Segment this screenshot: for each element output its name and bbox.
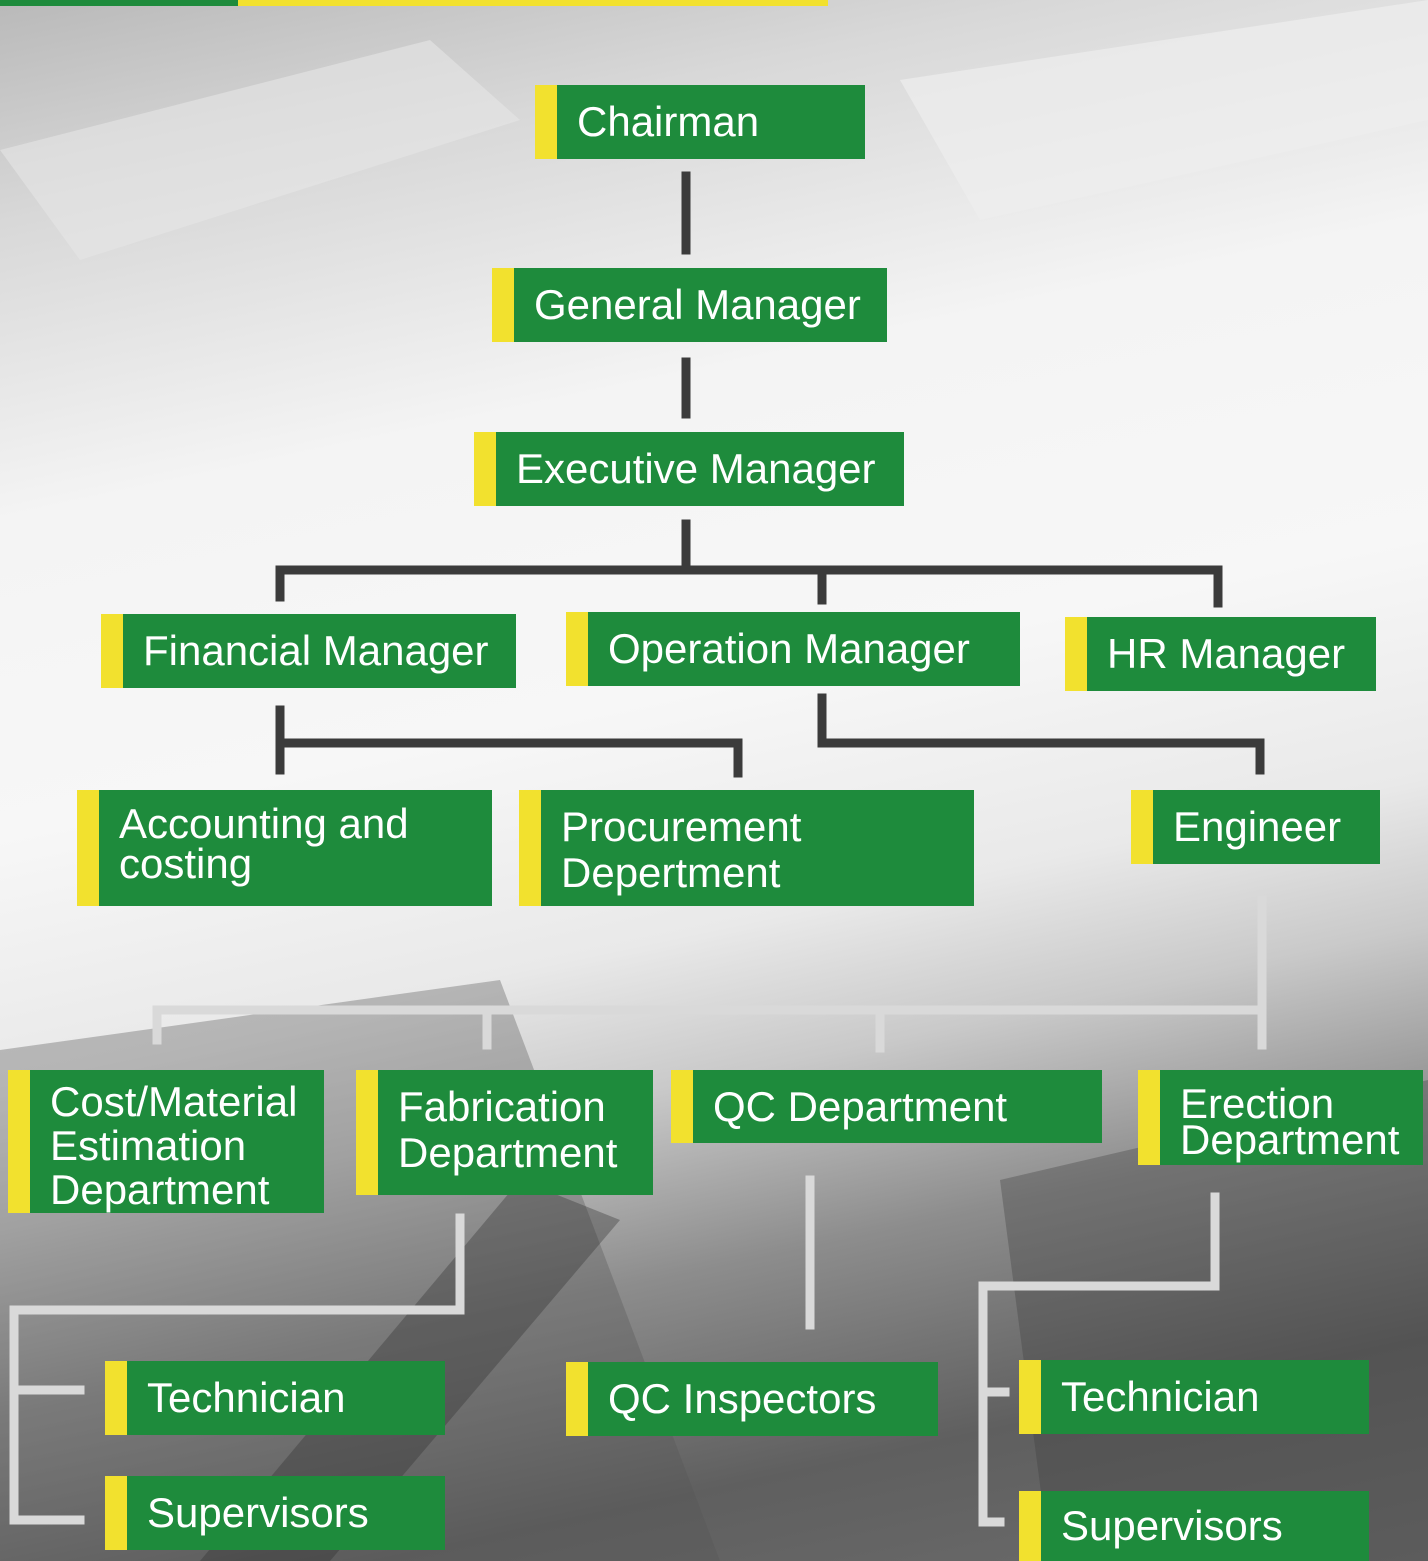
engineer-box: Engineer xyxy=(1131,790,1380,864)
accounting-costing-box: Accounting and costing xyxy=(77,790,492,906)
procurement-department-box: Procurement Depertment xyxy=(519,790,974,906)
operation-manager-box: Operation Manager xyxy=(566,612,1020,686)
hr-manager-box: HR Manager xyxy=(1065,617,1376,691)
qc-department-box: QC Department xyxy=(671,1070,1102,1143)
executive-manager-box: Executive Manager xyxy=(474,432,904,506)
supervisors-right-box: Supervisors xyxy=(1019,1491,1369,1561)
erection-department-box: Erection Department xyxy=(1138,1070,1423,1165)
top-accent-yellow xyxy=(238,0,828,6)
technician-left-box: Technician xyxy=(105,1361,445,1435)
top-accent-green xyxy=(0,0,238,6)
financial-manager-box: Financial Manager xyxy=(101,614,516,688)
technician-right-box: Technician xyxy=(1019,1360,1369,1434)
qc-inspectors-box: QC Inspectors xyxy=(566,1362,938,1436)
supervisors-left-box: Supervisors xyxy=(105,1476,445,1550)
general-manager-box: General Manager xyxy=(492,268,887,342)
cost-material-estimation-box: Cost/Material Estimation Department xyxy=(8,1070,324,1213)
fabrication-department-box: Fabrication Department xyxy=(356,1070,653,1195)
chairman-box: Chairman xyxy=(535,85,865,159)
